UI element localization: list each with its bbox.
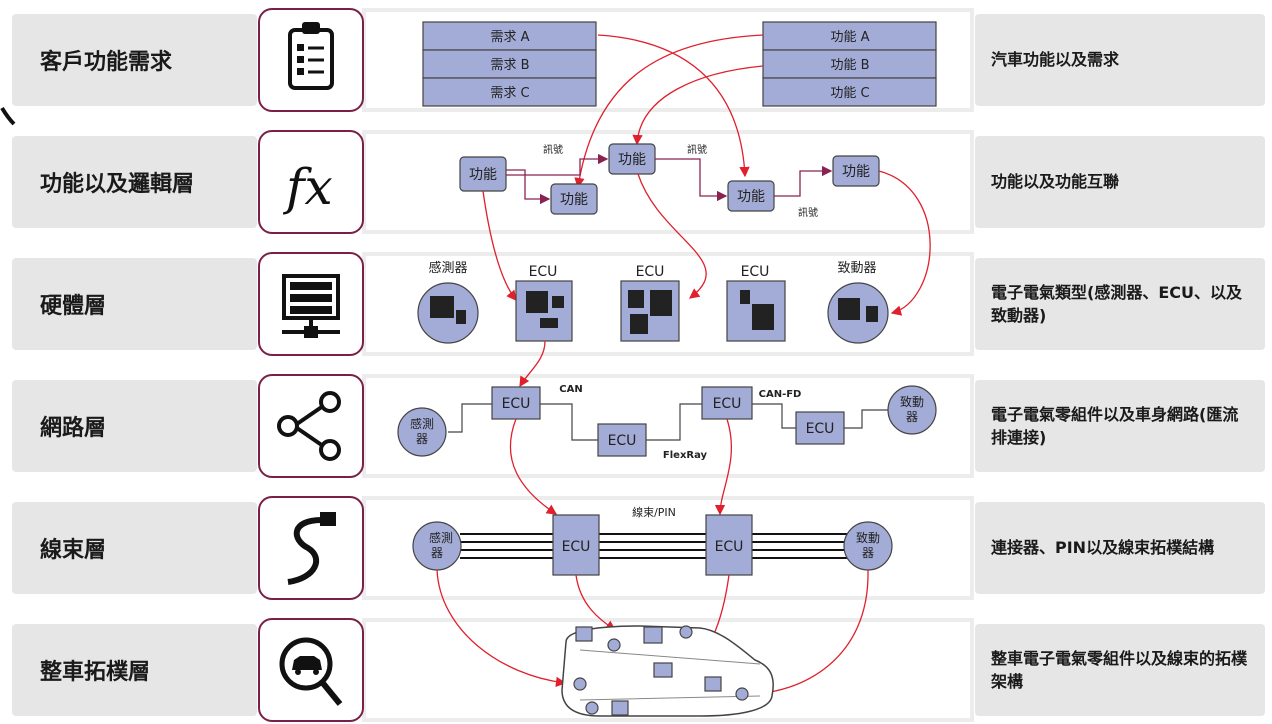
svg-text:功能: 功能 xyxy=(469,167,497,183)
svg-text:功能 B: 功能 B xyxy=(830,58,869,73)
hardware-components: 感測器 ECU ECU ECU 致動器 xyxy=(417,260,889,344)
function-a xyxy=(762,21,937,51)
svg-text:感測器: 感測器 xyxy=(428,260,467,276)
requirement-table: 需求 A 需求 B 需求 C xyxy=(422,21,597,107)
svg-text:ECU: ECU xyxy=(715,539,744,555)
harness-components: 線束/PIN ECU ECU 感測 器 致動 器 xyxy=(412,505,893,576)
svg-text:需求 B: 需求 B xyxy=(490,58,529,73)
logic-functions: 功能 功能 功能 功能 功能 訊號 訊號 訊號 xyxy=(459,143,880,219)
arrow-logic-to-actuator xyxy=(878,170,931,316)
layer-desc-harness: 連接器、PIN以及線束拓樸結構 xyxy=(975,502,1265,594)
fx-function-icon: fx xyxy=(258,130,364,234)
layer-desc-network: 電子電氣零組件以及車身網路(匯流排連接) xyxy=(975,380,1265,472)
svg-text:ECU: ECU xyxy=(713,396,742,412)
layer-label-network: 網路層 xyxy=(12,380,257,472)
cable-connector-icon xyxy=(258,496,364,600)
signal-arrow-3 xyxy=(655,158,728,202)
layer-desc-customer: 汽車功能以及需求 xyxy=(975,14,1265,106)
svg-text:功能: 功能 xyxy=(618,152,646,168)
car-magnifier-icon xyxy=(258,618,364,722)
requirement-a xyxy=(422,21,597,51)
svg-text:器: 器 xyxy=(862,546,874,560)
svg-text:器: 器 xyxy=(431,546,443,560)
layer-label-harness: 線束層 xyxy=(12,502,257,594)
svg-text:ECU: ECU xyxy=(636,264,665,280)
svg-text:需求 C: 需求 C xyxy=(490,86,529,101)
layer-desc-logic: 功能以及功能互聯 xyxy=(975,136,1265,228)
svg-text:ECU: ECU xyxy=(741,264,770,280)
svg-text:訊號: 訊號 xyxy=(798,206,818,219)
arrow-net-to-harness-1 xyxy=(509,418,558,515)
layer-label-topology: 整車拓樸層 xyxy=(12,624,257,716)
svg-text:ECU: ECU xyxy=(529,264,558,280)
svg-text:ECU: ECU xyxy=(562,539,591,555)
arrow-logic-to-ecu2 xyxy=(637,173,707,299)
svg-text:功能: 功能 xyxy=(842,164,870,180)
layer-label-hardware: 硬體層 xyxy=(12,258,257,350)
requirement-c xyxy=(422,77,597,107)
svg-text:致動器: 致動器 xyxy=(837,261,876,276)
svg-text:功能 A: 功能 A xyxy=(830,30,869,45)
layer-label-logic: 功能以及邏輯層 xyxy=(12,136,257,228)
arrow-net-to-harness-2 xyxy=(714,418,732,516)
net-sensor xyxy=(397,407,447,457)
net-actuator xyxy=(887,385,937,435)
svg-text:fx: fx xyxy=(282,158,333,216)
svg-text:線束/PIN: 線束/PIN xyxy=(632,505,676,519)
svg-text:ECU: ECU xyxy=(608,433,637,449)
svg-text:功能: 功能 xyxy=(560,192,588,208)
signal-arrow-4 xyxy=(774,165,833,197)
svg-text:需求 A: 需求 A xyxy=(490,30,529,45)
net-ecu-3 xyxy=(701,386,753,420)
arrow-req-to-function xyxy=(597,34,750,178)
svg-text:CAN-FD: CAN-FD xyxy=(759,389,802,400)
svg-text:訊號: 訊號 xyxy=(687,143,707,156)
arrow-harness-sensor-to-car xyxy=(436,569,567,688)
function-table: 功能 A 功能 B 功能 C xyxy=(762,21,937,107)
svg-text:功能 C: 功能 C xyxy=(830,86,869,101)
svg-text:FlexRay: FlexRay xyxy=(663,450,708,461)
harness-ecu-1 xyxy=(552,514,600,576)
svg-text:ECU: ECU xyxy=(806,421,835,437)
server-rack-icon xyxy=(258,252,364,356)
signal-arrow-2 xyxy=(506,153,609,176)
svg-text:致動: 致動 xyxy=(856,531,880,545)
arrow-logic-to-ecu1 xyxy=(482,190,517,302)
svg-text:ECU: ECU xyxy=(502,396,531,412)
harness-ecu-2 xyxy=(705,514,753,576)
signal-arrow-1 xyxy=(506,169,551,205)
arrow-function-b-to-logic xyxy=(632,65,764,146)
arrow-hw-to-net xyxy=(519,340,546,388)
arrow-function-a-to-logic xyxy=(574,34,764,189)
layer-desc-topology: 整車電子電氣零組件以及線束的拓樸架構 xyxy=(975,624,1265,716)
svg-text:器: 器 xyxy=(906,410,918,424)
logic-function-2 xyxy=(550,183,598,215)
network-components: 感測 器 ECU ECU ECU ECU 致動 器 CAN CAN-FD Fle… xyxy=(397,384,937,461)
net-ecu-2 xyxy=(597,423,647,457)
svg-text:訊號: 訊號 xyxy=(543,143,563,156)
svg-text:器: 器 xyxy=(416,432,428,446)
layer-desc-hardware: 電子電氣類型(感測器、ECU、以及致動器) xyxy=(975,258,1265,350)
arrow-harness-ecu1-to-car xyxy=(575,574,617,631)
net-ecu-1 xyxy=(491,386,541,420)
svg-text:致動: 致動 xyxy=(900,395,924,409)
svg-text:感測: 感測 xyxy=(429,530,453,545)
svg-text:功能: 功能 xyxy=(737,189,765,205)
function-c xyxy=(762,77,937,107)
net-ecu-4 xyxy=(795,411,845,445)
svg-text:感測: 感測 xyxy=(410,416,434,431)
clipboard-checklist-icon xyxy=(258,8,364,112)
svg-text:CAN: CAN xyxy=(559,384,582,395)
function-b xyxy=(762,49,937,79)
car-topology xyxy=(561,625,774,717)
network-nodes-icon xyxy=(258,374,364,478)
layer-label-customer: 客戶功能需求 xyxy=(12,14,257,106)
